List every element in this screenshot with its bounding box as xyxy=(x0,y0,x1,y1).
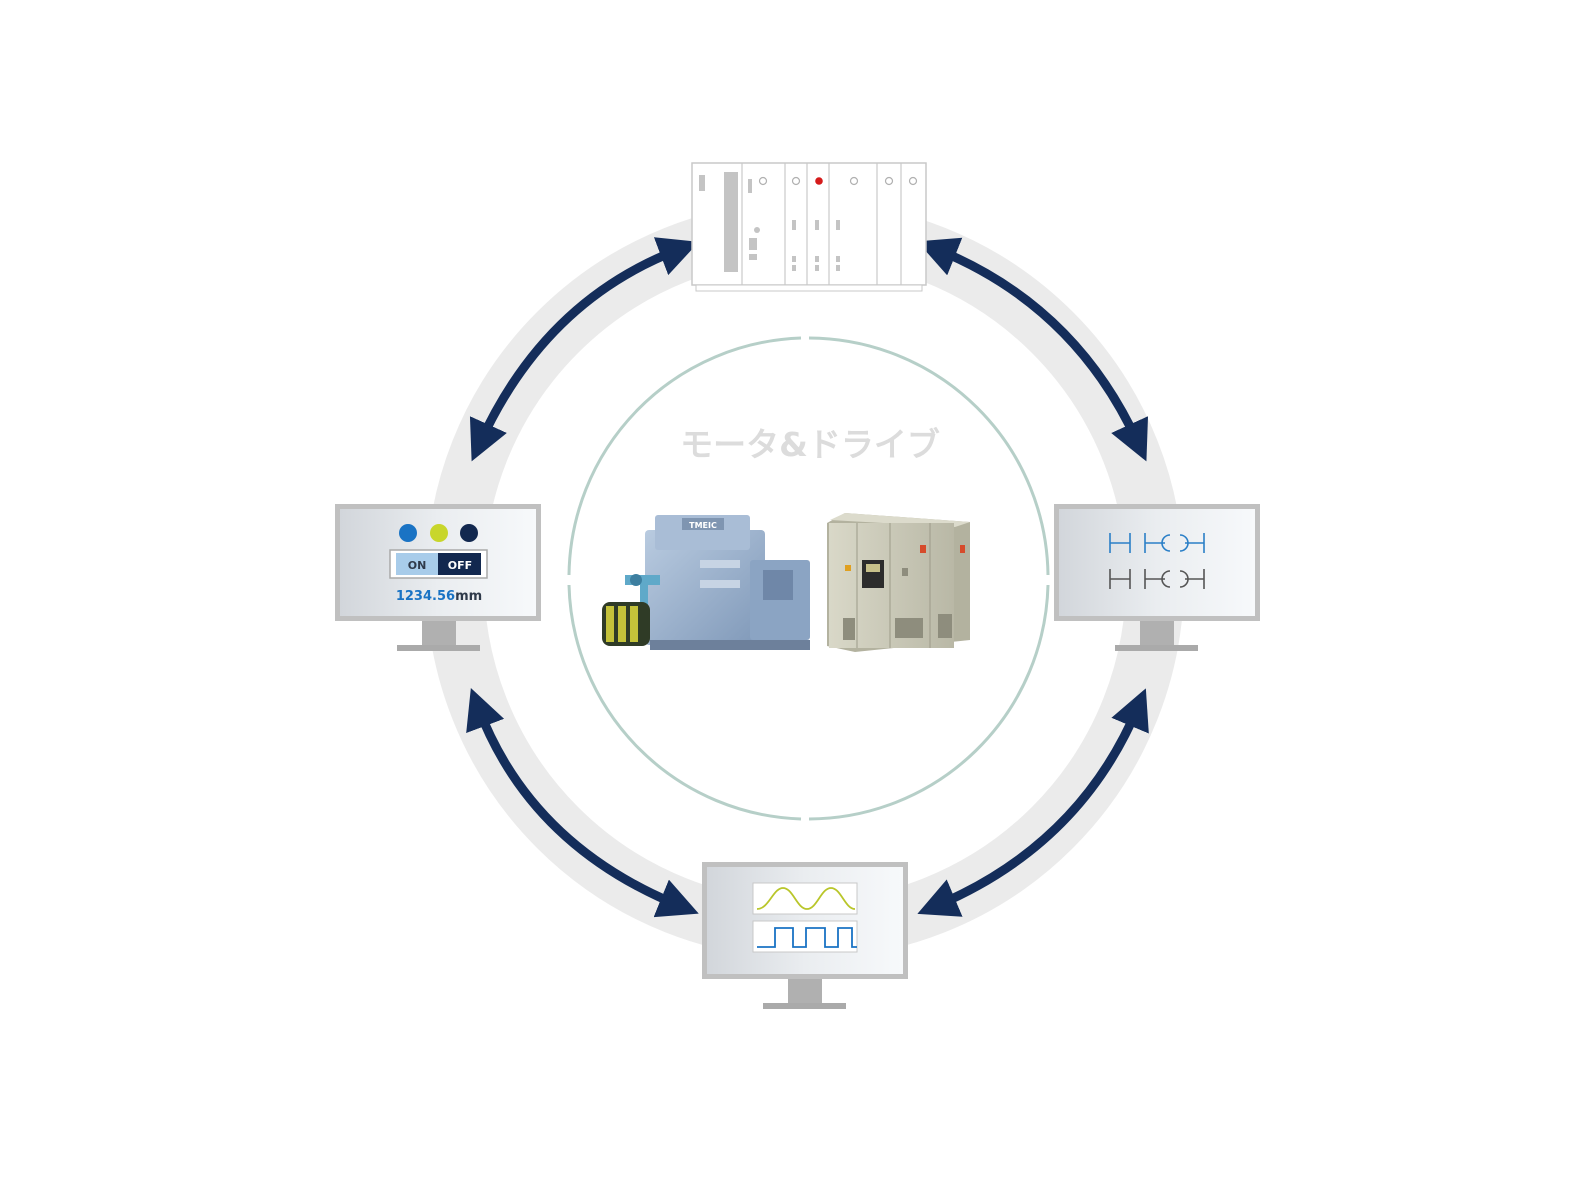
on-button[interactable] xyxy=(396,553,438,575)
arrow-bottom-right xyxy=(917,688,1149,917)
indicator-blue xyxy=(399,524,417,542)
status-led-red xyxy=(815,177,823,185)
controller-rack xyxy=(691,162,927,292)
arrow-top-left xyxy=(469,237,699,462)
motor-badge: TMEIC xyxy=(689,521,717,530)
hmi-monitor: ON OFF 1234.56mm xyxy=(335,504,541,651)
indicator-navy xyxy=(460,524,478,542)
ladder-rung-1 xyxy=(1109,533,1205,553)
drive-cabinet-image xyxy=(827,513,970,652)
arrow-top-right xyxy=(917,237,1149,462)
measurement-unit: mm xyxy=(455,589,482,604)
square-wave xyxy=(757,927,857,948)
off-label: OFF xyxy=(448,559,472,572)
motor-badge-plate xyxy=(682,518,724,530)
indicator-green xyxy=(430,524,448,542)
waveform-monitor xyxy=(702,862,908,1009)
ladder-monitor xyxy=(1054,504,1260,651)
arrows xyxy=(466,237,1149,918)
ladder-rung-2 xyxy=(1109,569,1205,589)
sine-wave xyxy=(756,887,856,910)
arrow-bottom-left xyxy=(466,688,699,918)
motor-image: TMEIC xyxy=(602,515,810,650)
off-button[interactable] xyxy=(438,553,481,575)
measurement-value: 1234.56 xyxy=(396,589,455,604)
center-title: モータ&ドライブ xyxy=(680,425,940,464)
measurement-readout: 1234.56mm xyxy=(396,589,482,604)
on-label: ON xyxy=(408,559,427,572)
